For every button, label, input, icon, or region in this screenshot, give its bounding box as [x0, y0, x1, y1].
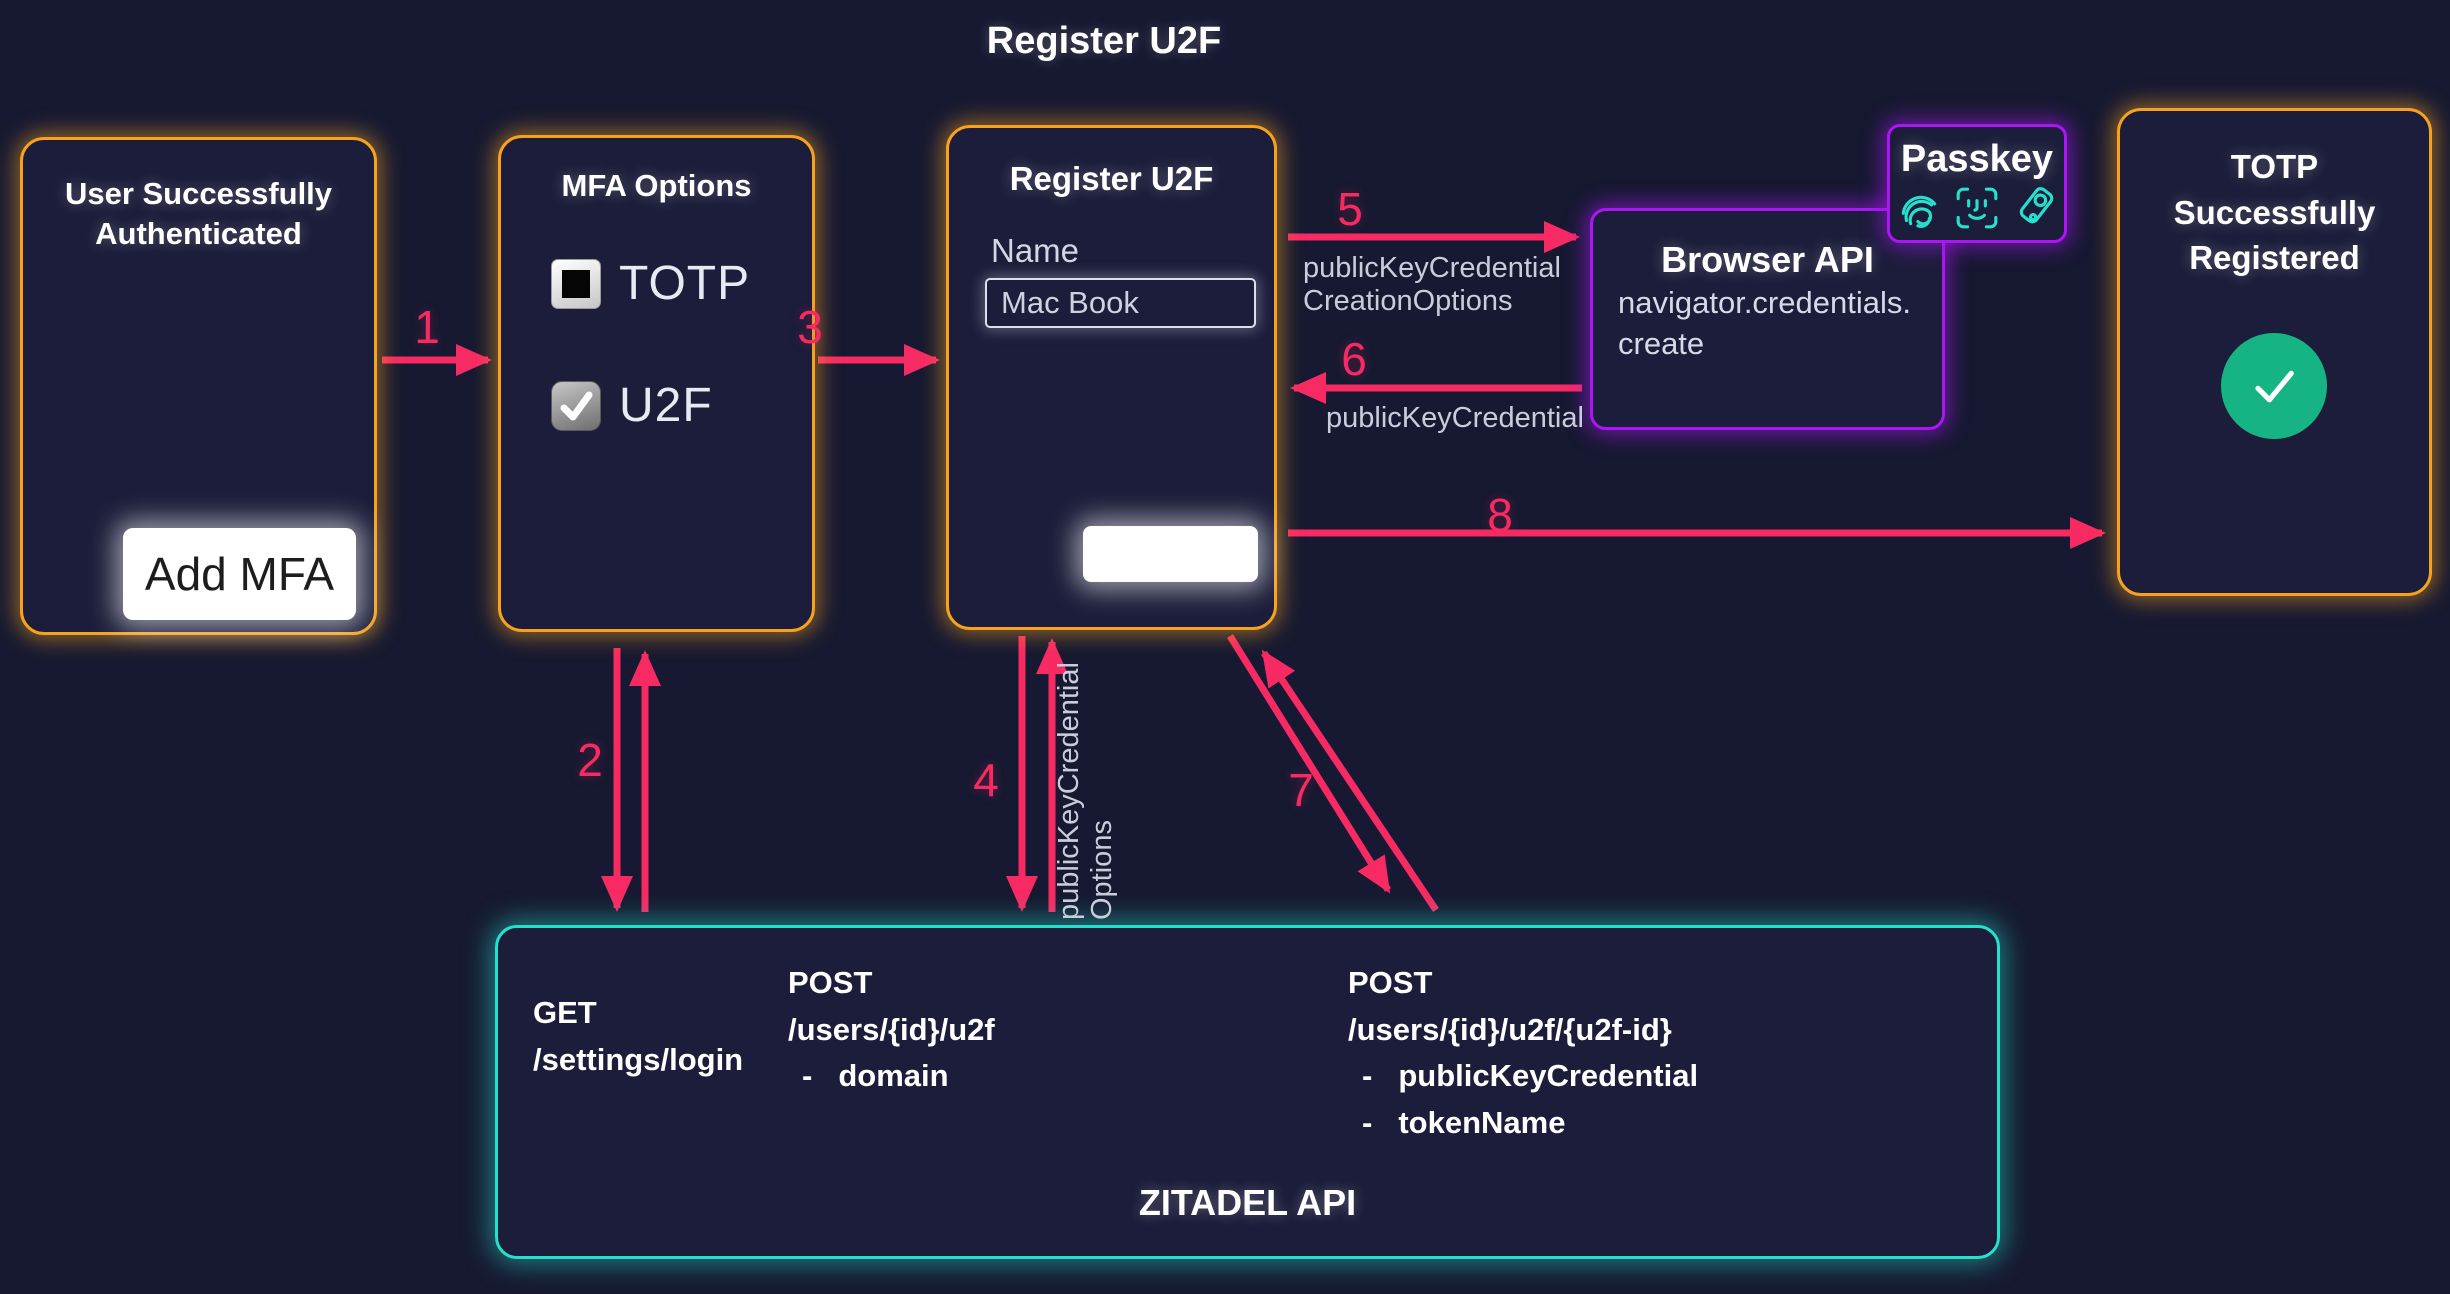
fingerprint-icon	[1901, 195, 1937, 228]
step-5-label: 5	[1337, 183, 1363, 235]
step-2-label: 2	[577, 734, 603, 786]
register-u2f-box: Register U2F Name	[946, 125, 1277, 630]
mfa-options-title: MFA Options	[561, 168, 752, 203]
mfa-options-box: MFA Options TOTP U2F	[498, 135, 815, 632]
endpoint-param: publicKeyCredential	[1398, 1058, 1699, 1093]
check-mark	[2255, 370, 2294, 403]
caption-line: publicKeyCredential	[1303, 252, 1561, 284]
passkey-box: Passkey	[1887, 124, 2067, 243]
checkbox-fill	[562, 269, 590, 298]
zitadel-api-title: ZITADEL API	[1138, 1182, 1357, 1223]
step-8-label: 8	[1487, 489, 1513, 541]
totp-option-label: TOTP	[619, 257, 751, 310]
register-submit-button[interactable]	[1083, 526, 1258, 582]
name-field-label: Name	[991, 232, 1080, 269]
add-mfa-button[interactable]: Add MFA	[123, 528, 356, 620]
token-name-input[interactable]	[985, 278, 1256, 328]
totp-registered-box: TOTP Successfully Registered	[2117, 108, 2432, 596]
step-6-label: 6	[1341, 333, 1367, 385]
totp-registered-title: TOTP Successfully Registered	[2173, 148, 2376, 277]
endpoint-path: /settings/login	[533, 1041, 744, 1077]
browser-api-title: Browser API	[1661, 239, 1874, 280]
passkey-title: Passkey	[1900, 138, 2054, 180]
caption-line: publicKeyCredential	[1053, 662, 1085, 920]
browser-api-code-line2: create	[1618, 325, 1705, 361]
check-icon	[560, 391, 593, 420]
user-authenticated-box: User Successfully Authenticated Add MFA	[20, 137, 377, 635]
passkey-icons	[1890, 185, 2064, 231]
bullet: -	[1362, 1058, 1373, 1093]
endpoint-method: GET	[533, 995, 597, 1030]
register-u2f-title: Register U2F	[1009, 160, 1214, 197]
arrow-4-caption: publicKeyCredential Options	[1053, 620, 1137, 920]
totp-checkbox-unchecked[interactable]	[551, 258, 601, 309]
security-key-icon	[2019, 187, 2054, 224]
user-authenticated-title: User Successfully Authenticated	[64, 176, 333, 252]
endpoint-post-u2f: POST /users/{id}/u2f - domain	[788, 960, 995, 1100]
face-id-icon	[1956, 187, 1998, 229]
bullet: -	[1362, 1104, 1373, 1140]
endpoint-param: tokenName	[1398, 1104, 1566, 1140]
mfa-option-totp[interactable]: TOTP	[551, 256, 750, 311]
step-7-label: 7	[1288, 764, 1314, 816]
endpoint-path: /users/{id}/u2f/{u2f-id}	[1348, 1011, 1672, 1047]
arrow-5-caption: publicKeyCredential CreationOptions	[1303, 252, 1561, 319]
u2f-option-label: U2F	[619, 379, 713, 432]
step-1-label: 1	[414, 301, 440, 353]
endpoint-method: POST	[788, 965, 873, 1000]
endpoint-post-u2f-id: POST /users/{id}/u2f/{u2f-id} - publicKe…	[1348, 960, 1698, 1146]
step-3-label: 3	[797, 301, 823, 353]
endpoint-method: POST	[1348, 965, 1433, 1000]
arrow-6-caption: publicKeyCredential	[1326, 402, 1584, 434]
endpoint-get-settings-login: GET /settings/login	[533, 990, 743, 1083]
browser-api-code-line1: navigator.credentials.	[1618, 285, 1911, 320]
mfa-option-u2f[interactable]: U2F	[551, 378, 713, 433]
u2f-checkbox-checked[interactable]	[551, 380, 601, 431]
caption-line: Options	[1086, 820, 1119, 920]
browser-api-box: Browser API navigator.credentials. creat…	[1590, 208, 1945, 430]
endpoint-path: /users/{id}/u2f	[788, 1011, 995, 1047]
success-check-icon	[2221, 333, 2327, 439]
page-title: Register U2F	[986, 20, 1222, 62]
step-4-label: 4	[973, 754, 999, 806]
zitadel-api-box: GET /settings/login POST /users/{id}/u2f…	[495, 925, 2000, 1259]
bullet: -	[802, 1058, 813, 1093]
endpoint-param: domain	[838, 1058, 949, 1093]
caption-line: CreationOptions	[1303, 285, 1513, 318]
